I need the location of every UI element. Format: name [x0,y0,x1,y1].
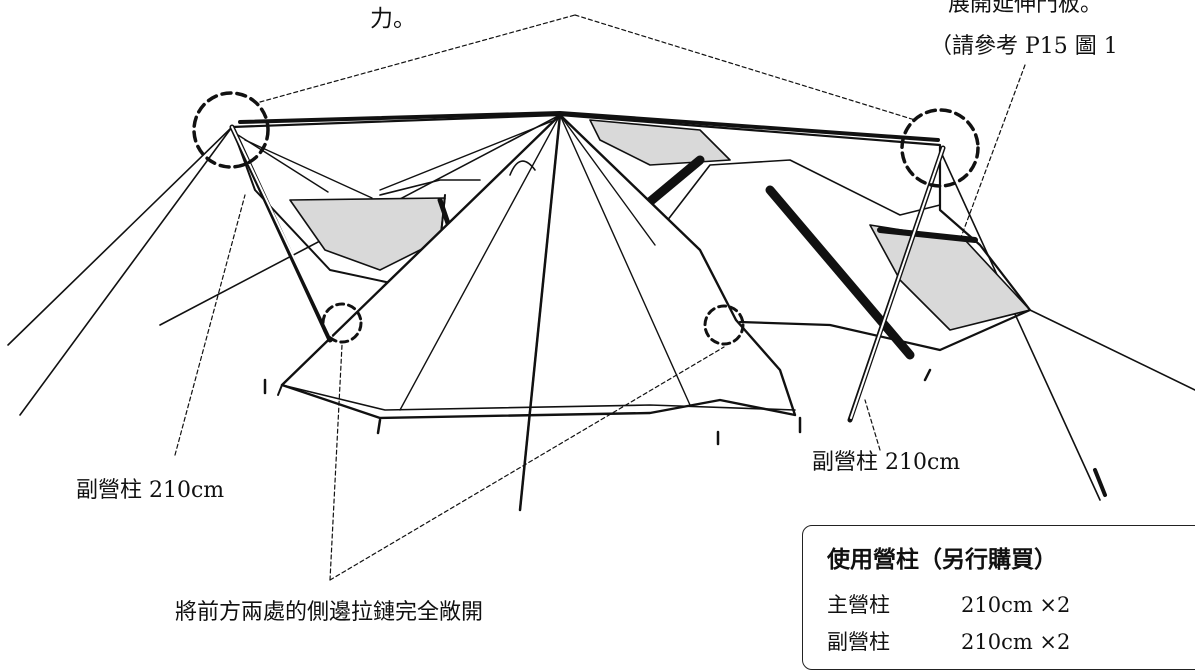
guy-rope [1029,309,1195,391]
roof-seam [379,117,561,191]
callout-circle [703,304,745,346]
pole-row: 主營柱 210cm ×2 [827,589,1070,619]
pole-name: 副營柱 [827,630,890,654]
leader-line [574,14,916,121]
guy-rope [939,149,1101,501]
awning-inner-right [659,159,941,231]
strap [877,227,978,243]
door-panel-note-line1: 展開延伸門板。 [948,0,1103,17]
awning-edge [379,179,481,196]
cone-seam [559,114,656,246]
guy-rope [19,126,233,416]
sub-pole-right-label: 副營柱 210cm [812,450,961,475]
strap [765,185,915,360]
pole-name: 主營柱 [827,593,890,617]
tent-base [277,384,283,396]
pole-row: 副營柱 210cm ×2 [827,626,1070,656]
door-panel-note-line2: （請參考 P15 圖 1 [930,34,1118,59]
callout-circle [192,91,270,169]
roof-seam [237,134,329,193]
roof-seam [244,139,373,199]
leader-line [864,399,881,451]
awning-seam [238,111,940,142]
tent-cone [280,113,797,420]
stake [376,418,382,435]
vent [509,160,536,176]
zipper-instruction-label: 將前方兩處的側邊拉鏈完全敞開 [175,600,484,625]
cone-seam [559,114,691,406]
shaded-panel [289,197,446,271]
cone-seam [399,114,561,411]
callout-circle [900,108,980,188]
leader-line [329,346,725,581]
sub-pole-left-label: 副營柱 210cm [76,478,225,503]
stake [923,368,932,382]
main-pole [518,113,562,512]
stake [1093,468,1107,497]
pole-spec: 210cm ×2 [961,630,1071,654]
leader-line [174,194,246,456]
force-note-label: 力。 [370,6,416,32]
poles-info-box: 使用營柱（另行購買） 主營柱 210cm ×2 副營柱 210cm ×2 [802,525,1195,670]
guy-rope [7,126,233,346]
leader-line [959,64,1026,241]
pole-spec: 210cm ×2 [961,593,1071,617]
leader-line [329,344,343,581]
leader-line [259,14,576,103]
sub-pole-right-inner [850,147,944,419]
poles-box-title: 使用營柱（另行購買） [827,546,1057,573]
awning-outline [230,113,1032,352]
callout-circle [321,302,363,344]
tent-hem [281,384,796,411]
